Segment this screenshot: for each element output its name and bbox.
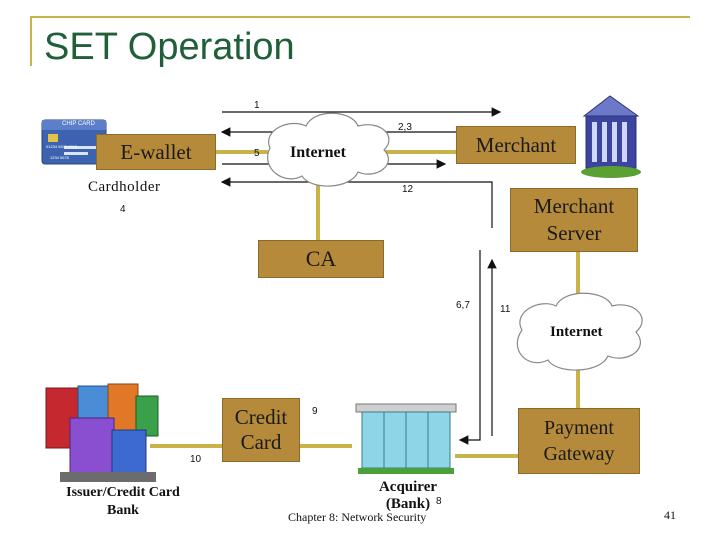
card-number-text: 01234 5678 9012 [46, 144, 78, 149]
step-label-9: 9 [312, 406, 318, 417]
frame-top-rule [30, 16, 690, 18]
footer-chapter: Chapter 8: Network Security [288, 510, 427, 524]
internet-right-label: Internet [550, 324, 603, 340]
cardholder-label: Cardholder [88, 179, 161, 195]
step-label-8: 8 [436, 496, 442, 507]
connectors [150, 150, 580, 458]
ewallet-box: E-wallet [96, 134, 216, 170]
merchant-box: Merchant [456, 126, 576, 164]
step-label-12: 12 [402, 184, 414, 195]
slide-title: SET Operation [44, 26, 295, 68]
card-brand-text: CHIP CARD [62, 121, 95, 127]
bank-building-icon [581, 95, 641, 178]
issuer-label: Issuer/Credit Card Bank [66, 485, 180, 518]
credit-card-box: Credit Card [222, 398, 300, 462]
acquirer-label: Acquirer (Bank) [378, 479, 438, 513]
city-buildings-icon [45, 383, 159, 482]
ca-box: CA [258, 240, 384, 278]
acquirer-building-icon [355, 403, 457, 474]
footer-page-number: 41 [664, 508, 676, 522]
step-label-1: 1 [254, 100, 260, 111]
frame-left-rule [30, 16, 32, 66]
step-label-6-7: 6,7 [456, 300, 470, 311]
step-label-10: 10 [190, 454, 202, 465]
merchant-server-box: Merchant Server [510, 188, 638, 252]
step-label-2-3: 2,3 [398, 122, 412, 133]
internet-top-label: Internet [290, 144, 346, 161]
step-label-5: 5 [254, 148, 260, 159]
step-label-11: 11 [500, 304, 511, 315]
credit-card-icon [41, 119, 107, 165]
cloud-icon [516, 292, 643, 371]
step-label-4: 4 [120, 204, 126, 215]
payment-gateway-box: Payment Gateway [518, 408, 640, 474]
cloud-icon [267, 112, 390, 187]
arrow-step-6-7 [458, 250, 481, 445]
card-extra-text: 1234 5678 [50, 155, 69, 160]
arrow-step-12 [220, 177, 493, 228]
